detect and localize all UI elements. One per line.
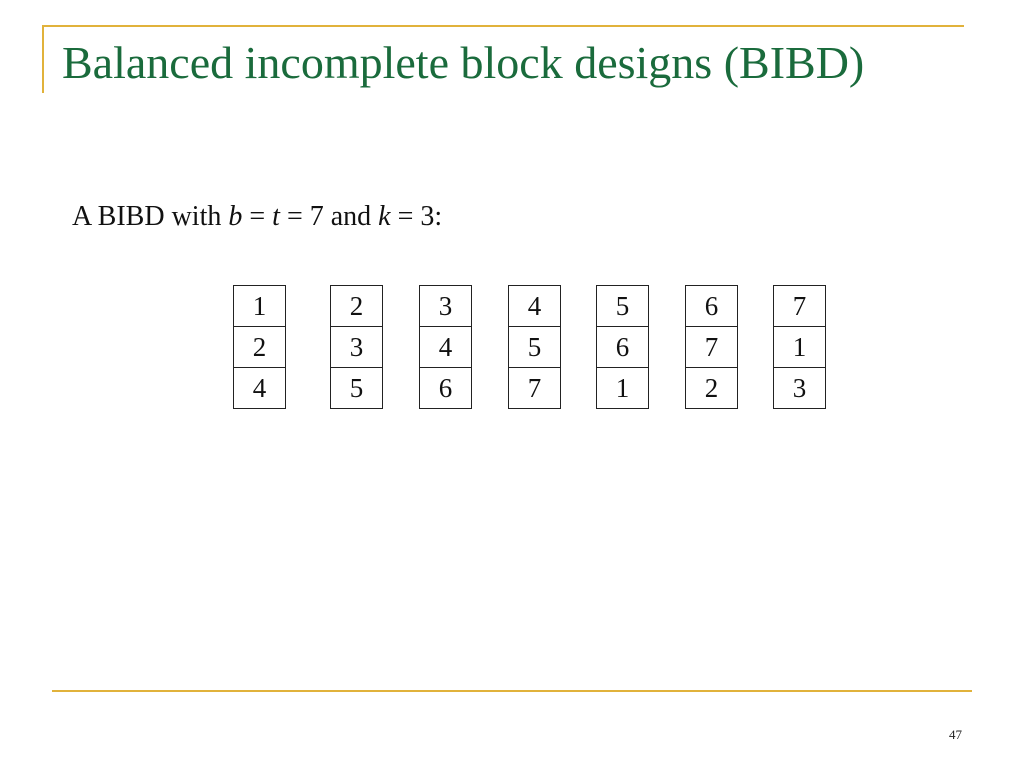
block-cell: 5 <box>330 367 383 409</box>
var-b: b <box>228 201 243 232</box>
block-2: 2 3 5 <box>330 285 383 409</box>
block-cell: 7 <box>773 285 826 327</box>
page-number: 47 <box>949 727 962 742</box>
block-cell: 6 <box>685 285 738 327</box>
block-cell: 5 <box>596 285 649 327</box>
block-cell: 7 <box>508 367 561 409</box>
var-t: t <box>272 201 280 232</box>
slide-title: Balanced incomplete block designs (BIBD) <box>62 37 865 88</box>
block-3: 3 4 6 <box>419 285 472 409</box>
intro-lead: A BIBD with <box>72 201 222 232</box>
block-cell: 6 <box>596 326 649 368</box>
block-design: 1 2 4 2 3 5 3 4 6 4 5 7 5 6 1 6 7 2 <box>233 285 833 411</box>
block-5: 5 6 1 <box>596 285 649 409</box>
block-cell: 1 <box>773 326 826 368</box>
block-cell: 2 <box>330 285 383 327</box>
block-cell: 1 <box>233 285 286 327</box>
intro-eq2: = 7 and <box>279 201 379 232</box>
intro-eq1: = <box>242 201 273 232</box>
block-cell: 2 <box>233 326 286 368</box>
block-7: 7 1 3 <box>773 285 826 409</box>
left-accent-rule <box>42 25 44 93</box>
block-cell: 1 <box>596 367 649 409</box>
block-cell: 3 <box>419 285 472 327</box>
block-cell: 6 <box>419 367 472 409</box>
block-cell: 4 <box>419 326 472 368</box>
var-k: k <box>378 201 391 232</box>
block-cell: 2 <box>685 367 738 409</box>
block-1: 1 2 4 <box>233 285 286 409</box>
intro-text: A BIBD with b = t = 7 and k = 3: <box>72 200 442 234</box>
block-6: 6 7 2 <box>685 285 738 409</box>
block-4: 4 5 7 <box>508 285 561 409</box>
block-cell: 4 <box>233 367 286 409</box>
bottom-accent-rule <box>52 690 972 692</box>
block-cell: 4 <box>508 285 561 327</box>
block-cell: 5 <box>508 326 561 368</box>
intro-eq3: = 3: <box>390 201 443 232</box>
top-accent-rule <box>42 25 964 27</box>
block-cell: 3 <box>330 326 383 368</box>
block-cell: 3 <box>773 367 826 409</box>
block-cell: 7 <box>685 326 738 368</box>
